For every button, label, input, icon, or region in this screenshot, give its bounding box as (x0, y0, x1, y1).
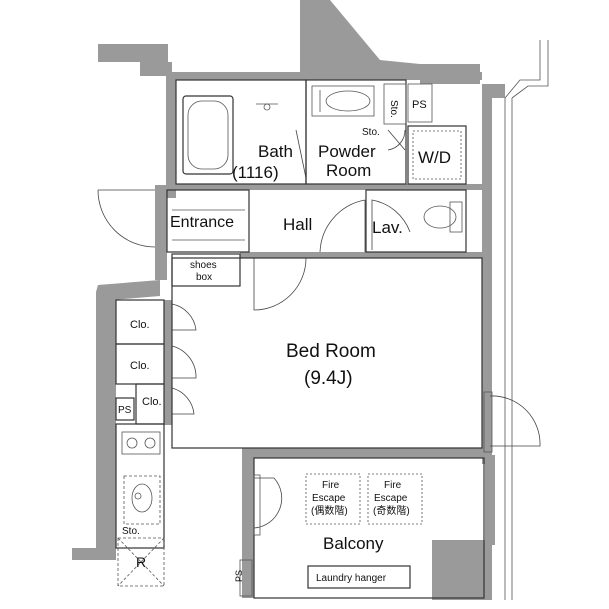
fire-escape-1-line2: Escape (312, 493, 346, 504)
bath-area: Bath (1116) (175, 79, 307, 185)
sto-kitchen-label: Sto. (122, 526, 140, 537)
ps-left-label: PS (118, 405, 132, 416)
closet-2-label: Clo. (130, 360, 150, 372)
bed-room-label: Bed Room (286, 341, 376, 362)
entrance-label: Entrance (170, 214, 234, 231)
bath-label: Bath (258, 142, 293, 161)
fire-escape-2-line2: Escape (374, 493, 408, 504)
bed-room-size-label: (9.4J) (304, 368, 353, 389)
kitchen: Sto. R (115, 423, 165, 587)
closet-3-label: Clo. (142, 396, 162, 408)
fire-escape-2-line3: (奇数階) (373, 504, 410, 517)
shoes-box: shoes box (171, 253, 241, 287)
hall-label: Hall (283, 215, 312, 234)
walls (72, 0, 505, 600)
sto-top-right-label: Sto. (388, 100, 399, 118)
shoes-box-label-line1: shoes (190, 260, 217, 271)
exterior-window (504, 40, 549, 600)
closet-1-label: Clo. (130, 319, 150, 331)
bedroom-door (253, 257, 307, 311)
sto-powder-label: Sto. (362, 127, 380, 138)
fire-escape-2-line1: Fire (384, 480, 402, 491)
ps-top-label: PS (412, 99, 427, 111)
refrigerator-label: R (136, 554, 146, 570)
closets: Clo. Clo. Clo. PS (115, 299, 197, 425)
fire-escape-1-line3: (偶数階) (311, 504, 348, 517)
hall: Hall (283, 199, 366, 253)
laundry-hanger-label: Laundry hanger (316, 573, 387, 584)
balcony: Fire Escape (偶数階) Fire Escape (奇数階) Balc… (234, 457, 485, 599)
wd-label: W/D (418, 148, 451, 167)
powder-label-line1: Powder (318, 142, 376, 161)
lav-label: Lav. (372, 218, 403, 237)
bath-size-label: (1116) (232, 163, 279, 182)
powder-room: Sto. PS Sto. Powder Room (305, 79, 433, 185)
entrance: Entrance (97, 189, 250, 253)
fire-escape-1-line1: Fire (322, 480, 340, 491)
washer-dryer: W/D (407, 125, 467, 185)
powder-label-line2: Room (326, 161, 371, 180)
balcony-label: Balcony (323, 534, 384, 553)
lavatory: Lav. (365, 189, 467, 253)
shoes-box-label-line2: box (196, 272, 212, 283)
ps-bottom-label: PS (234, 570, 244, 582)
bed-room: Bed Room (9.4J) (171, 257, 541, 453)
